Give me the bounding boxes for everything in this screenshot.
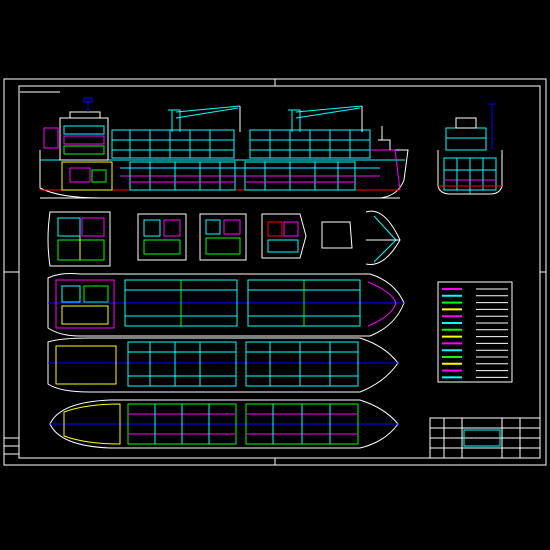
- tween-deck-plan: [47, 337, 399, 393]
- deck-house-plans: [47, 210, 401, 267]
- drawing-frame: [3, 78, 547, 466]
- profile-cargo-holds: [129, 161, 356, 191]
- midship-section-view: [437, 103, 503, 195]
- profile-superstructure: [43, 97, 109, 161]
- tank-top-plan: [49, 399, 399, 449]
- profile-engine-room: [61, 161, 113, 191]
- upper-deck-plan: [47, 273, 405, 337]
- profile-deck-cargo: [111, 129, 371, 159]
- profile-view: [39, 97, 409, 199]
- title-block: [429, 417, 541, 459]
- profile-cranes: [168, 105, 363, 132]
- profile-forecastle: [370, 126, 401, 191]
- particulars-table: [437, 281, 513, 383]
